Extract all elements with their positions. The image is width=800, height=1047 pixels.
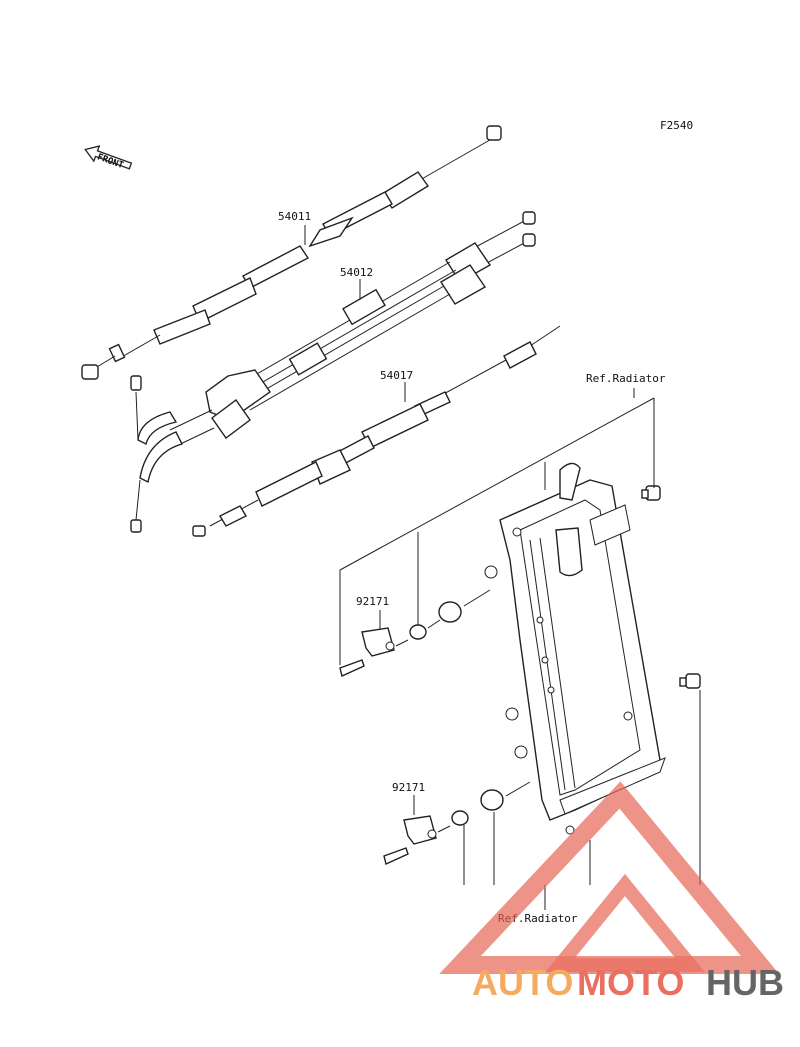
- radiator-bolt-top: [641, 485, 661, 501]
- choke-cable-54017: [192, 325, 561, 537]
- logo-hub: HUB: [706, 962, 784, 1003]
- part-label-92171-upper: 92171: [356, 595, 389, 608]
- front-arrow-icon: FRONT: [84, 145, 133, 171]
- cable-end-cap: [81, 364, 99, 380]
- throttle-cable-54011: [81, 125, 502, 380]
- cable-end-barrel: [486, 125, 502, 141]
- part-label-54011: 54011: [278, 210, 311, 223]
- radiator-reference-outline: [484, 462, 666, 835]
- logo-moto: MOTO: [577, 962, 684, 1003]
- part-label-92171-lower: 92171: [392, 781, 425, 794]
- radiator-bolt-right: [679, 673, 701, 689]
- figure-code: F2540: [660, 119, 693, 132]
- leader-lines: [339, 388, 701, 910]
- automotohub-logo: AUTO MOTO HUB: [439, 781, 784, 1003]
- clamp-group-upper: [339, 589, 491, 677]
- part-label-54012: 54012: [340, 266, 373, 279]
- logo-auto: AUTO: [472, 962, 573, 1003]
- throttle-cable-54012: [130, 211, 536, 533]
- ref-radiator-top: Ref.Radiator: [586, 372, 666, 385]
- part-label-54017: 54017: [380, 369, 413, 382]
- clamp-group-lower: [383, 781, 531, 865]
